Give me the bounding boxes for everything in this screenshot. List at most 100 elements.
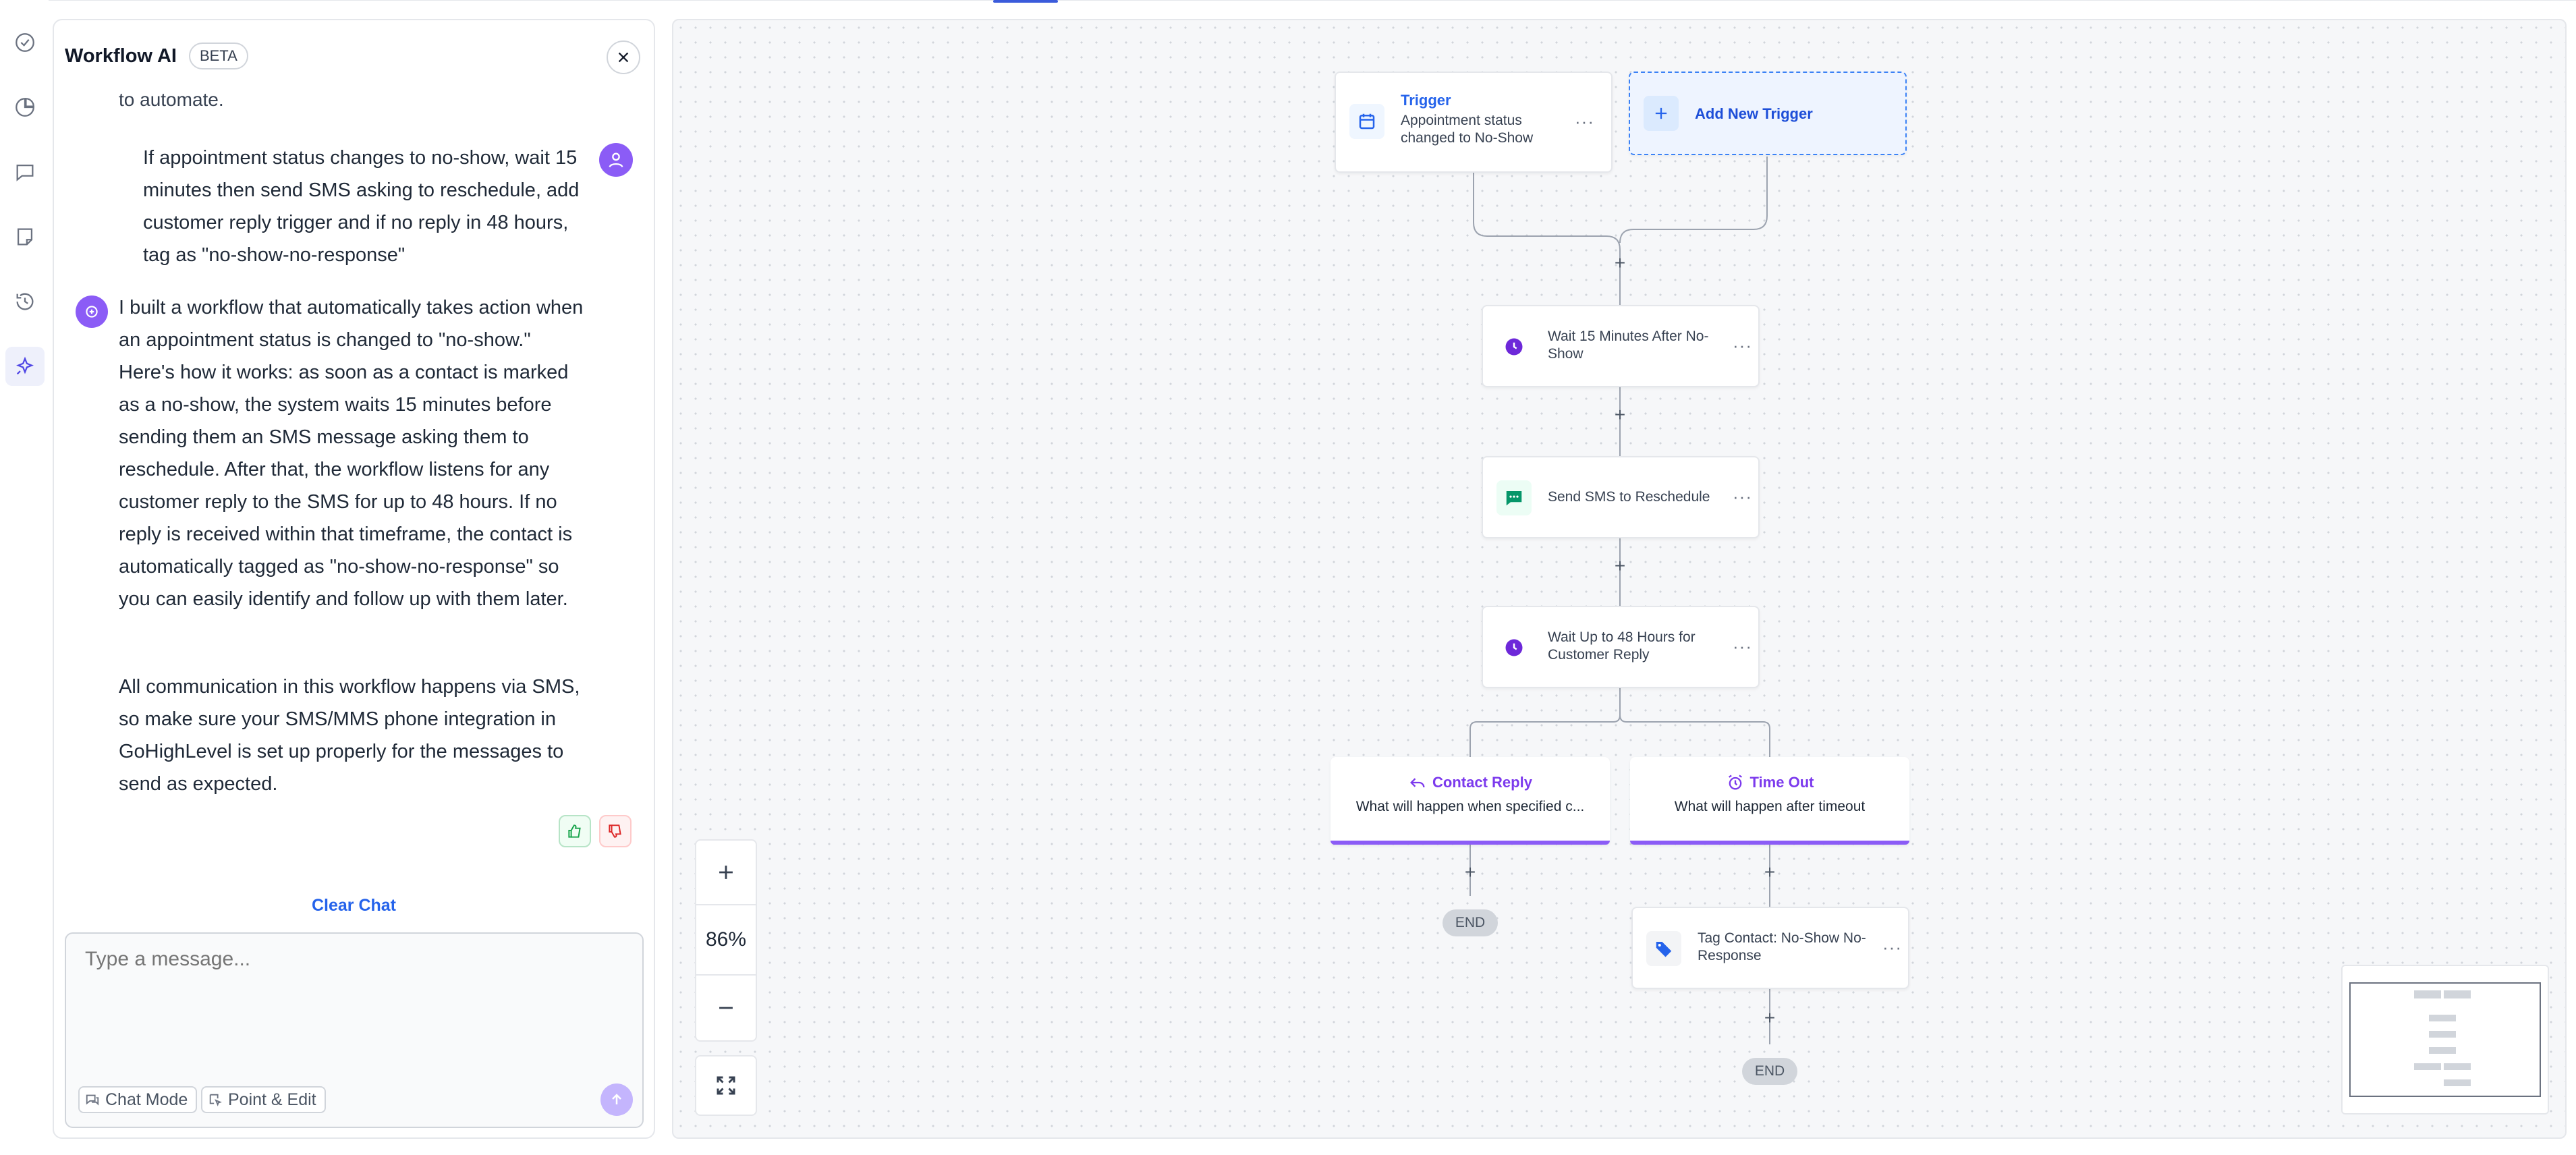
zoom-in-button[interactable] (696, 841, 756, 905)
expand-icon (717, 1076, 735, 1095)
ai-message-paragraph-1: I built a workflow that automatically ta… (119, 297, 584, 610)
minimap-node (2429, 1047, 2456, 1054)
note-icon (17, 228, 33, 246)
step-wait-15-min[interactable]: Wait 15 Minutes After No-Show ··· (1482, 305, 1760, 387)
left-rail (0, 0, 49, 1155)
zoom-controls: 86% (695, 839, 757, 1042)
message-input[interactable] (85, 946, 611, 973)
chat-title: Workflow AI (65, 45, 177, 67)
minimap[interactable] (2341, 965, 2549, 1115)
step-3-icon-box (1496, 630, 1532, 665)
step-1-label: Wait 15 Minutes After No-Show (1548, 329, 1709, 362)
trigger-icon-box (1349, 104, 1384, 139)
step-3-menu-button[interactable]: ··· (1733, 636, 1752, 656)
clear-chat-button[interactable]: Clear Chat (311, 896, 397, 915)
fit-view-button[interactable] (695, 1055, 757, 1116)
add-step-plus-3[interactable]: + (1614, 555, 1626, 576)
workflow-connectors (1469, 157, 1770, 1044)
ai-message-paragraph-2: All communication in this workflow happe… (119, 676, 580, 795)
sms-icon (1506, 491, 1522, 506)
add-step-plus-tag[interactable]: + (1764, 1007, 1776, 1028)
ai-avatar (76, 295, 108, 328)
branch-2-title: Time Out (1630, 773, 1909, 792)
step-wait-48-hours[interactable]: Wait Up to 48 Hours for Customer Reply ·… (1482, 606, 1760, 688)
reports-nav-button[interactable] (5, 88, 45, 127)
branch-1-title: Contact Reply (1331, 773, 1610, 792)
branch-time-out[interactable]: Time Out What will happen after timeout (1630, 757, 1909, 845)
point-edit-icon (209, 1094, 222, 1106)
tag-icon-box (1646, 931, 1681, 966)
branch-2-subtitle: What will happen after timeout (1674, 799, 1866, 814)
plus-icon (1655, 107, 1667, 119)
minimap-node (2444, 1063, 2471, 1070)
thumbs-down-button[interactable] (599, 815, 632, 847)
truncated-message-text: to automate. (119, 92, 224, 110)
tag-icon (1656, 942, 1672, 957)
reply-icon (1410, 778, 1425, 788)
minimap-node (2414, 1063, 2441, 1070)
user-message: If appointment status changes to no-show… (143, 142, 642, 271)
user-icon (609, 152, 623, 168)
add-step-plus-1[interactable]: + (1614, 252, 1626, 273)
thumbs-up-icon (568, 824, 581, 838)
add-icon-box (1644, 96, 1679, 131)
minimap-node (2429, 1031, 2456, 1038)
add-trigger-label: Add New Trigger (1695, 105, 1813, 122)
add-step-plus-timeout[interactable]: + (1764, 862, 1776, 882)
close-button[interactable] (607, 40, 640, 74)
tag-step-label: Tag Contact: No-Show No-Response (1698, 930, 1866, 963)
alarm-icon (1728, 774, 1742, 790)
branch-1-title-text: Contact Reply (1432, 774, 1532, 791)
trigger-menu-button[interactable]: ··· (1575, 111, 1594, 132)
step-1-menu-button[interactable]: ··· (1733, 335, 1752, 356)
step-2-label: Send SMS to Reschedule (1548, 489, 1710, 505)
branch-1-subtitle: What will happen when specified c... (1355, 799, 1585, 814)
pie-chart-icon (16, 98, 34, 117)
top-border (0, 0, 2576, 1)
message-list[interactable]: to automate. If appointment status chang… (54, 92, 654, 881)
active-tab-indicator (993, 0, 1058, 3)
workflow-ai-nav-button[interactable] (5, 347, 45, 386)
history-nav-button[interactable] (5, 282, 45, 321)
minimap-node (2444, 990, 2471, 998)
branch-contact-reply[interactable]: Contact Reply What will happen when spec… (1331, 757, 1610, 845)
step-tag-contact[interactable]: Tag Contact: No-Show No-Response ··· (1631, 907, 1909, 989)
chat-header: Workflow AI BETA (54, 20, 654, 92)
minimap-node (2414, 990, 2441, 998)
send-button[interactable] (600, 1083, 633, 1116)
step-2-menu-button[interactable]: ··· (1733, 486, 1752, 507)
add-trigger-node[interactable]: Add New Trigger (1629, 72, 1907, 155)
point-edit-button[interactable]: Point & Edit (201, 1086, 326, 1113)
branch-2-title-text: Time Out (1749, 774, 1814, 791)
end-pill-reply: END (1443, 909, 1498, 936)
calendar-icon (1359, 113, 1375, 130)
add-step-plus-reply[interactable]: + (1464, 862, 1476, 882)
zoom-out-button[interactable] (696, 976, 756, 1040)
chat-mode-button[interactable]: Chat Mode (78, 1086, 198, 1113)
point-edit-label: Point & Edit (228, 1090, 316, 1109)
chat-bubble-icon (16, 164, 34, 181)
step-2-icon-box (1496, 480, 1532, 515)
history-icon (16, 293, 34, 310)
user-avatar (599, 143, 633, 177)
minimap-viewport[interactable] (2349, 982, 2541, 1097)
zoom-level: 86% (696, 905, 756, 976)
arrow-up-icon (612, 1094, 621, 1104)
notes-nav-button[interactable] (5, 217, 45, 256)
tag-step-menu-button[interactable]: ··· (1882, 937, 1902, 957)
workflow-ai-panel: Workflow AI BETA to automate. If appoint… (53, 19, 655, 1139)
ai-bot-icon (86, 306, 98, 318)
check-circle-icon (16, 33, 34, 52)
messages-nav-button[interactable] (5, 152, 45, 192)
message-composer: Chat Mode Point & Edit (65, 932, 644, 1128)
step-1-icon-box (1496, 329, 1532, 364)
thumbs-down-icon (609, 824, 621, 838)
chat-mode-icon (86, 1094, 99, 1106)
trigger-node[interactable]: Trigger Appointment status changed to No… (1335, 72, 1613, 173)
workflow-canvas[interactable]: Trigger Appointment status changed to No… (672, 19, 2567, 1139)
thumbs-up-button[interactable] (559, 815, 591, 847)
clock-icon (1505, 639, 1523, 656)
step-send-sms[interactable]: Send SMS to Reschedule ··· (1482, 456, 1760, 538)
tasks-nav-button[interactable] (5, 23, 45, 62)
add-step-plus-2[interactable]: + (1614, 404, 1626, 425)
